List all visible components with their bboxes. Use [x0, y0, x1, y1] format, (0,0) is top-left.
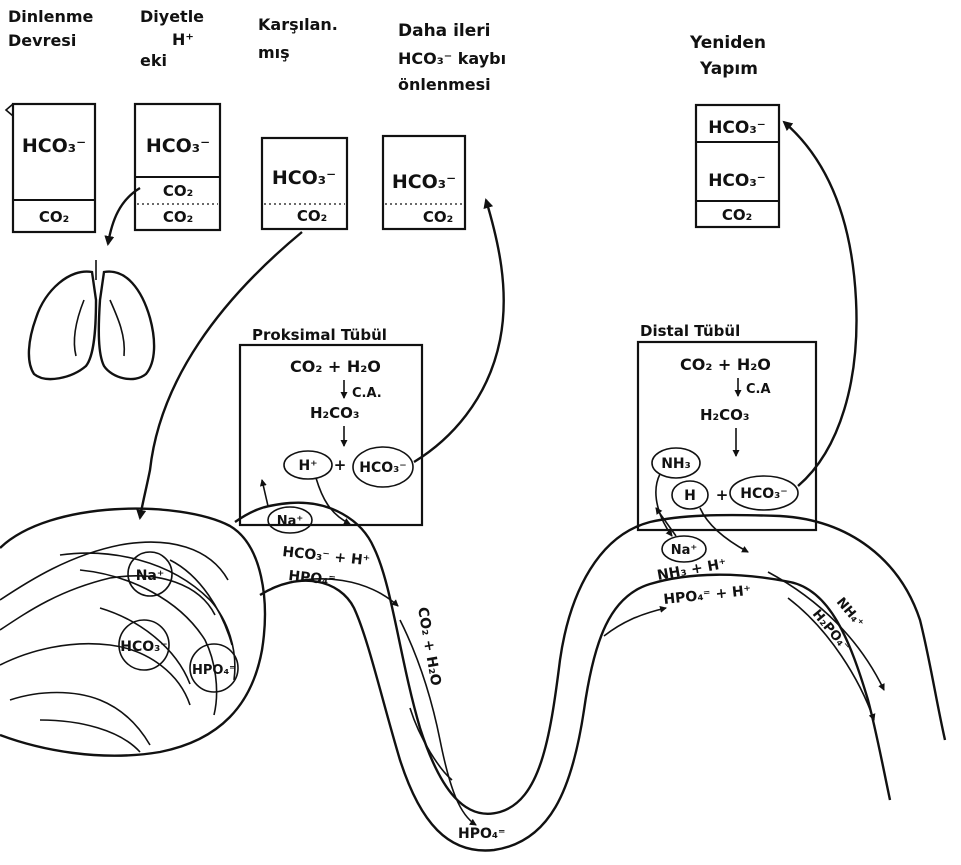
title-dinlenme-2: Devresi [8, 31, 76, 50]
column-title-yeniden: Yeniden Yapım [689, 33, 766, 79]
lumen-prox-hco3-h: HCO₃⁻ + H⁺ [282, 544, 371, 569]
title-daha-1: Daha ileri [398, 21, 490, 41]
distal-title: Distal Tübül [640, 322, 740, 340]
distal-eq1: CO₂ + H₂O [680, 355, 771, 374]
proximal-h2co3: H₂CO₃ [310, 404, 359, 422]
lumen-dist-nh4: NH₄⁺ [833, 595, 867, 631]
proximal-ca: C.A. [352, 386, 382, 401]
proximal-plus: + [334, 456, 347, 474]
proximal-hco3: HCO₃⁻ [359, 460, 406, 476]
ratio-box-2: HCO₃⁻ CO₂ CO₂ [135, 104, 220, 230]
title-daha-2: HCO₃⁻ kaybı [398, 49, 506, 68]
lumen-dist-hpo4-h: HPO₄⁼ + H⁺ [663, 583, 752, 608]
title-daha-3: önlenmesi [398, 75, 491, 94]
lumen-dist-nh3-h: NH₃ + H⁺ [656, 556, 728, 584]
glom-hpo4: HPO₄⁼ [192, 663, 236, 678]
proximal-title: Proksimal Tübül [252, 326, 387, 344]
title-diyetle-1: Diyetle [140, 7, 204, 26]
box2-co2-b: CO₂ [163, 208, 193, 226]
distal-ca: C.A [746, 382, 771, 397]
box5-co2: CO₂ [722, 206, 752, 224]
proximal-h: H⁺ [298, 458, 317, 474]
box1-hco3: HCO₃⁻ [22, 135, 86, 157]
box3-hco3: HCO₃⁻ [272, 167, 336, 189]
distal-nh3: NH₃ [661, 456, 691, 472]
ratio-box-5: HCO₃⁻ HCO₃⁻ CO₂ [696, 105, 779, 227]
distal-na: Na⁺ [671, 543, 698, 558]
distal-hco3: HCO₃⁻ [740, 486, 787, 502]
glom-hco3: HCO₃⁻ [120, 639, 167, 655]
column-title-karsilanmis: Karşılan. mış [258, 15, 338, 62]
title-diyetle-3: eki [140, 51, 167, 70]
distal-plus: + [716, 486, 729, 504]
title-karsilanmis-1: Karşılan. [258, 15, 338, 34]
lumen-labels: HCO₃⁻ + H⁺ HPO₄⁼ CO₂ + H₂O HPO₄⁼ NH₃ + H… [282, 544, 867, 842]
arrow-proximal-to-box4 [414, 200, 504, 462]
lumen-loop-hpo4: HPO₄⁼ [458, 826, 505, 842]
title-karsilanmis-2: mış [258, 43, 290, 62]
box5-hco3-b: HCO₃⁻ [708, 171, 766, 191]
box5-hco3-a: HCO₃⁻ [708, 118, 766, 138]
column-title-diyetle: Diyetle H⁺ eki [140, 7, 204, 70]
box4-co2: CO₂ [423, 208, 453, 226]
ratio-box-1: HCO₃⁻ CO₂ [13, 104, 95, 232]
column-title-dinlenme: Dinlenme Devresi [8, 7, 94, 50]
distal-h: H [684, 488, 696, 504]
title-yeniden-1: Yeniden [689, 33, 766, 53]
title-diyetle-2: H⁺ [172, 30, 194, 49]
ratio-box-4: HCO₃⁻ CO₂ [383, 136, 465, 229]
ratio-box-3: HCO₃⁻ CO₂ [262, 138, 347, 229]
box1-co2: CO₂ [39, 208, 69, 226]
lungs-illustration [29, 260, 154, 379]
box2-hco3: HCO₃⁻ [146, 135, 210, 157]
proximal-na: Na⁺ [277, 514, 304, 529]
proximal-tubule-cell: Proksimal Tübül CO₂ + H₂O C.A. H₂CO₃ H⁺ … [240, 326, 422, 533]
distal-h2co3: H₂CO₃ [700, 406, 749, 424]
column-title-daha-ileri: Daha ileri HCO₃⁻ kaybı önlenmesi [398, 21, 506, 94]
title-dinlenme-1: Dinlenme [8, 7, 94, 26]
glomerulus: Na⁺ HCO₃⁻ HPO₄⁼ [0, 509, 265, 756]
box2-co2-a: CO₂ [163, 182, 193, 200]
title-yeniden-2: Yapım [699, 59, 758, 79]
box3-co2: CO₂ [297, 207, 327, 225]
distal-tubule-cell: Distal Tübül CO₂ + H₂O C.A H₂CO₃ NH₃ H +… [638, 322, 816, 562]
proximal-eq1: CO₂ + H₂O [290, 357, 381, 376]
box4-hco3: HCO₃⁻ [392, 171, 456, 193]
lumen-co2-h2o: CO₂ + H₂O [414, 606, 444, 687]
glom-na: Na⁺ [136, 568, 165, 584]
